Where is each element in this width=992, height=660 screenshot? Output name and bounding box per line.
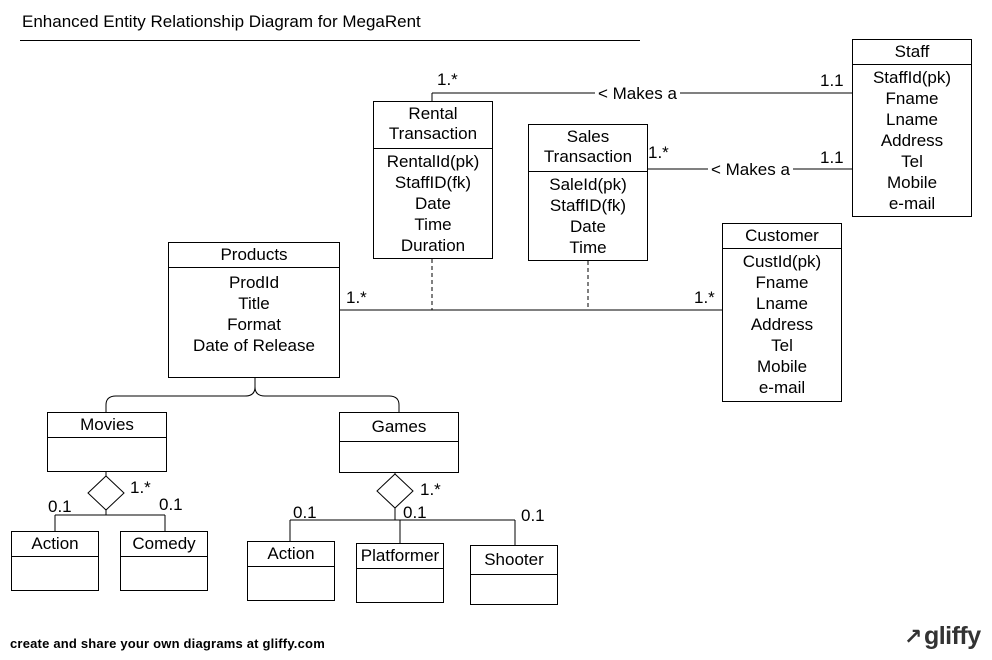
multiplicity-label: 1.1: [820, 71, 844, 90]
attribute: SaleId(pk): [549, 175, 627, 194]
entity-products[interactable]: Products ProdId Title Format Date of Rel…: [168, 242, 340, 378]
entity-shooter[interactable]: Shooter: [470, 545, 558, 605]
products-brace-right: [254, 386, 400, 412]
entity-customer-attributes: CustId(pk) Fname Lname Address Tel Mobil…: [723, 249, 841, 398]
gliffy-logo-icon: ↗: [904, 624, 922, 649]
entity-shooter-name: Shooter: [471, 546, 557, 575]
entity-customer-name: Customer: [723, 224, 841, 249]
multiplicity-label: 1.*: [437, 70, 458, 89]
entity-game-action-name: Action: [248, 542, 334, 567]
entity-games-name: Games: [340, 413, 458, 442]
attribute: e-mail: [888, 194, 936, 213]
multiplicity-label: 0.1: [293, 503, 317, 522]
attribute: CustId(pk): [742, 252, 822, 271]
entity-movie-action[interactable]: Action: [11, 531, 99, 591]
entity-sales-attributes: SaleId(pk) StaffID(fk) Date Time: [529, 172, 647, 258]
diagram-title: Enhanced Entity Relationship Diagram for…: [22, 12, 421, 31]
attribute: ProdId: [228, 273, 280, 292]
attribute: Mobile: [756, 357, 808, 376]
entity-platformer-name: Platformer: [357, 544, 443, 569]
entity-staff[interactable]: Staff StaffId(pk) Fname Lname Address Te…: [852, 39, 972, 217]
entity-staff-name: Staff: [853, 40, 971, 65]
entity-sales-name: Sales Transaction: [529, 125, 647, 172]
attribute: Lname: [886, 110, 938, 129]
entity-sales-transaction[interactable]: Sales Transaction SaleId(pk) StaffID(fk)…: [528, 124, 648, 261]
gliffy-logo: ↗gliffy: [904, 622, 981, 651]
entity-movies-name: Movies: [48, 413, 166, 438]
products-brace-left: [105, 386, 256, 412]
attribute: Fname: [755, 273, 809, 292]
entity-staff-attributes: StaffId(pk) Fname Lname Address Tel Mobi…: [853, 65, 971, 214]
attribute: Date of Release: [193, 336, 315, 355]
attribute: Format: [227, 315, 281, 334]
attribute: Tel: [901, 152, 923, 171]
entity-comedy-name: Comedy: [121, 532, 207, 557]
entity-customer[interactable]: Customer CustId(pk) Fname Lname Address …: [722, 223, 842, 402]
entity-rental-attributes: RentalId(pk) StaffID(fk) Date Time Durat…: [374, 149, 492, 256]
attribute: Time: [414, 215, 452, 234]
attribute: Address: [880, 131, 944, 150]
attribute: RentalId(pk): [386, 152, 480, 171]
entity-products-name: Products: [169, 243, 339, 268]
multiplicity-label: 0.1: [159, 495, 183, 514]
multiplicity-label: 1.*: [420, 480, 441, 499]
multiplicity-label: 1.1: [820, 148, 844, 167]
attribute: Lname: [756, 294, 808, 313]
entity-comedy[interactable]: Comedy: [120, 531, 208, 591]
attribute: Title: [238, 294, 270, 313]
entity-platformer[interactable]: Platformer: [356, 543, 444, 603]
attribute: StaffID(fk): [394, 173, 472, 192]
attribute: Duration: [400, 236, 466, 255]
attribute: Mobile: [886, 173, 938, 192]
attribute: Date: [415, 194, 451, 213]
entity-movie-action-name: Action: [12, 532, 98, 557]
attribute: Tel: [771, 336, 793, 355]
movies-diamond: [87, 475, 125, 511]
gliffy-footer-link[interactable]: create and share your own diagrams at gl…: [10, 636, 325, 651]
gliffy-logo-text: gliffy: [923, 622, 981, 650]
attribute: StaffId(pk): [872, 68, 952, 87]
attribute: e-mail: [758, 378, 806, 397]
entity-game-action[interactable]: Action: [247, 541, 335, 601]
multiplicity-label: 0.1: [403, 503, 427, 522]
attribute: StaffID(fk): [549, 196, 627, 215]
multiplicity-label: 0.1: [48, 497, 72, 516]
attribute: Time: [569, 238, 607, 257]
entity-games[interactable]: Games: [339, 412, 459, 473]
title-underline: [20, 40, 640, 41]
multiplicity-label: 1.*: [130, 478, 151, 497]
multiplicity-label: 1.*: [694, 288, 715, 307]
multiplicity-label: 0.1: [521, 506, 545, 525]
attribute: Fname: [885, 89, 939, 108]
relationship-label-rental: < Makes a: [595, 84, 680, 104]
entity-products-attributes: ProdId Title Format Date of Release: [169, 268, 339, 356]
attribute: Address: [750, 315, 814, 334]
entity-rental-transaction[interactable]: Rental Transaction RentalId(pk) StaffID(…: [373, 101, 493, 259]
attribute: Date: [570, 217, 606, 236]
entity-rental-name: Rental Transaction: [374, 102, 492, 149]
entity-movies[interactable]: Movies: [47, 412, 167, 472]
multiplicity-label: 1.*: [346, 288, 367, 307]
relationship-label-sales: < Makes a: [708, 160, 793, 180]
multiplicity-label: 1.*: [648, 143, 669, 162]
